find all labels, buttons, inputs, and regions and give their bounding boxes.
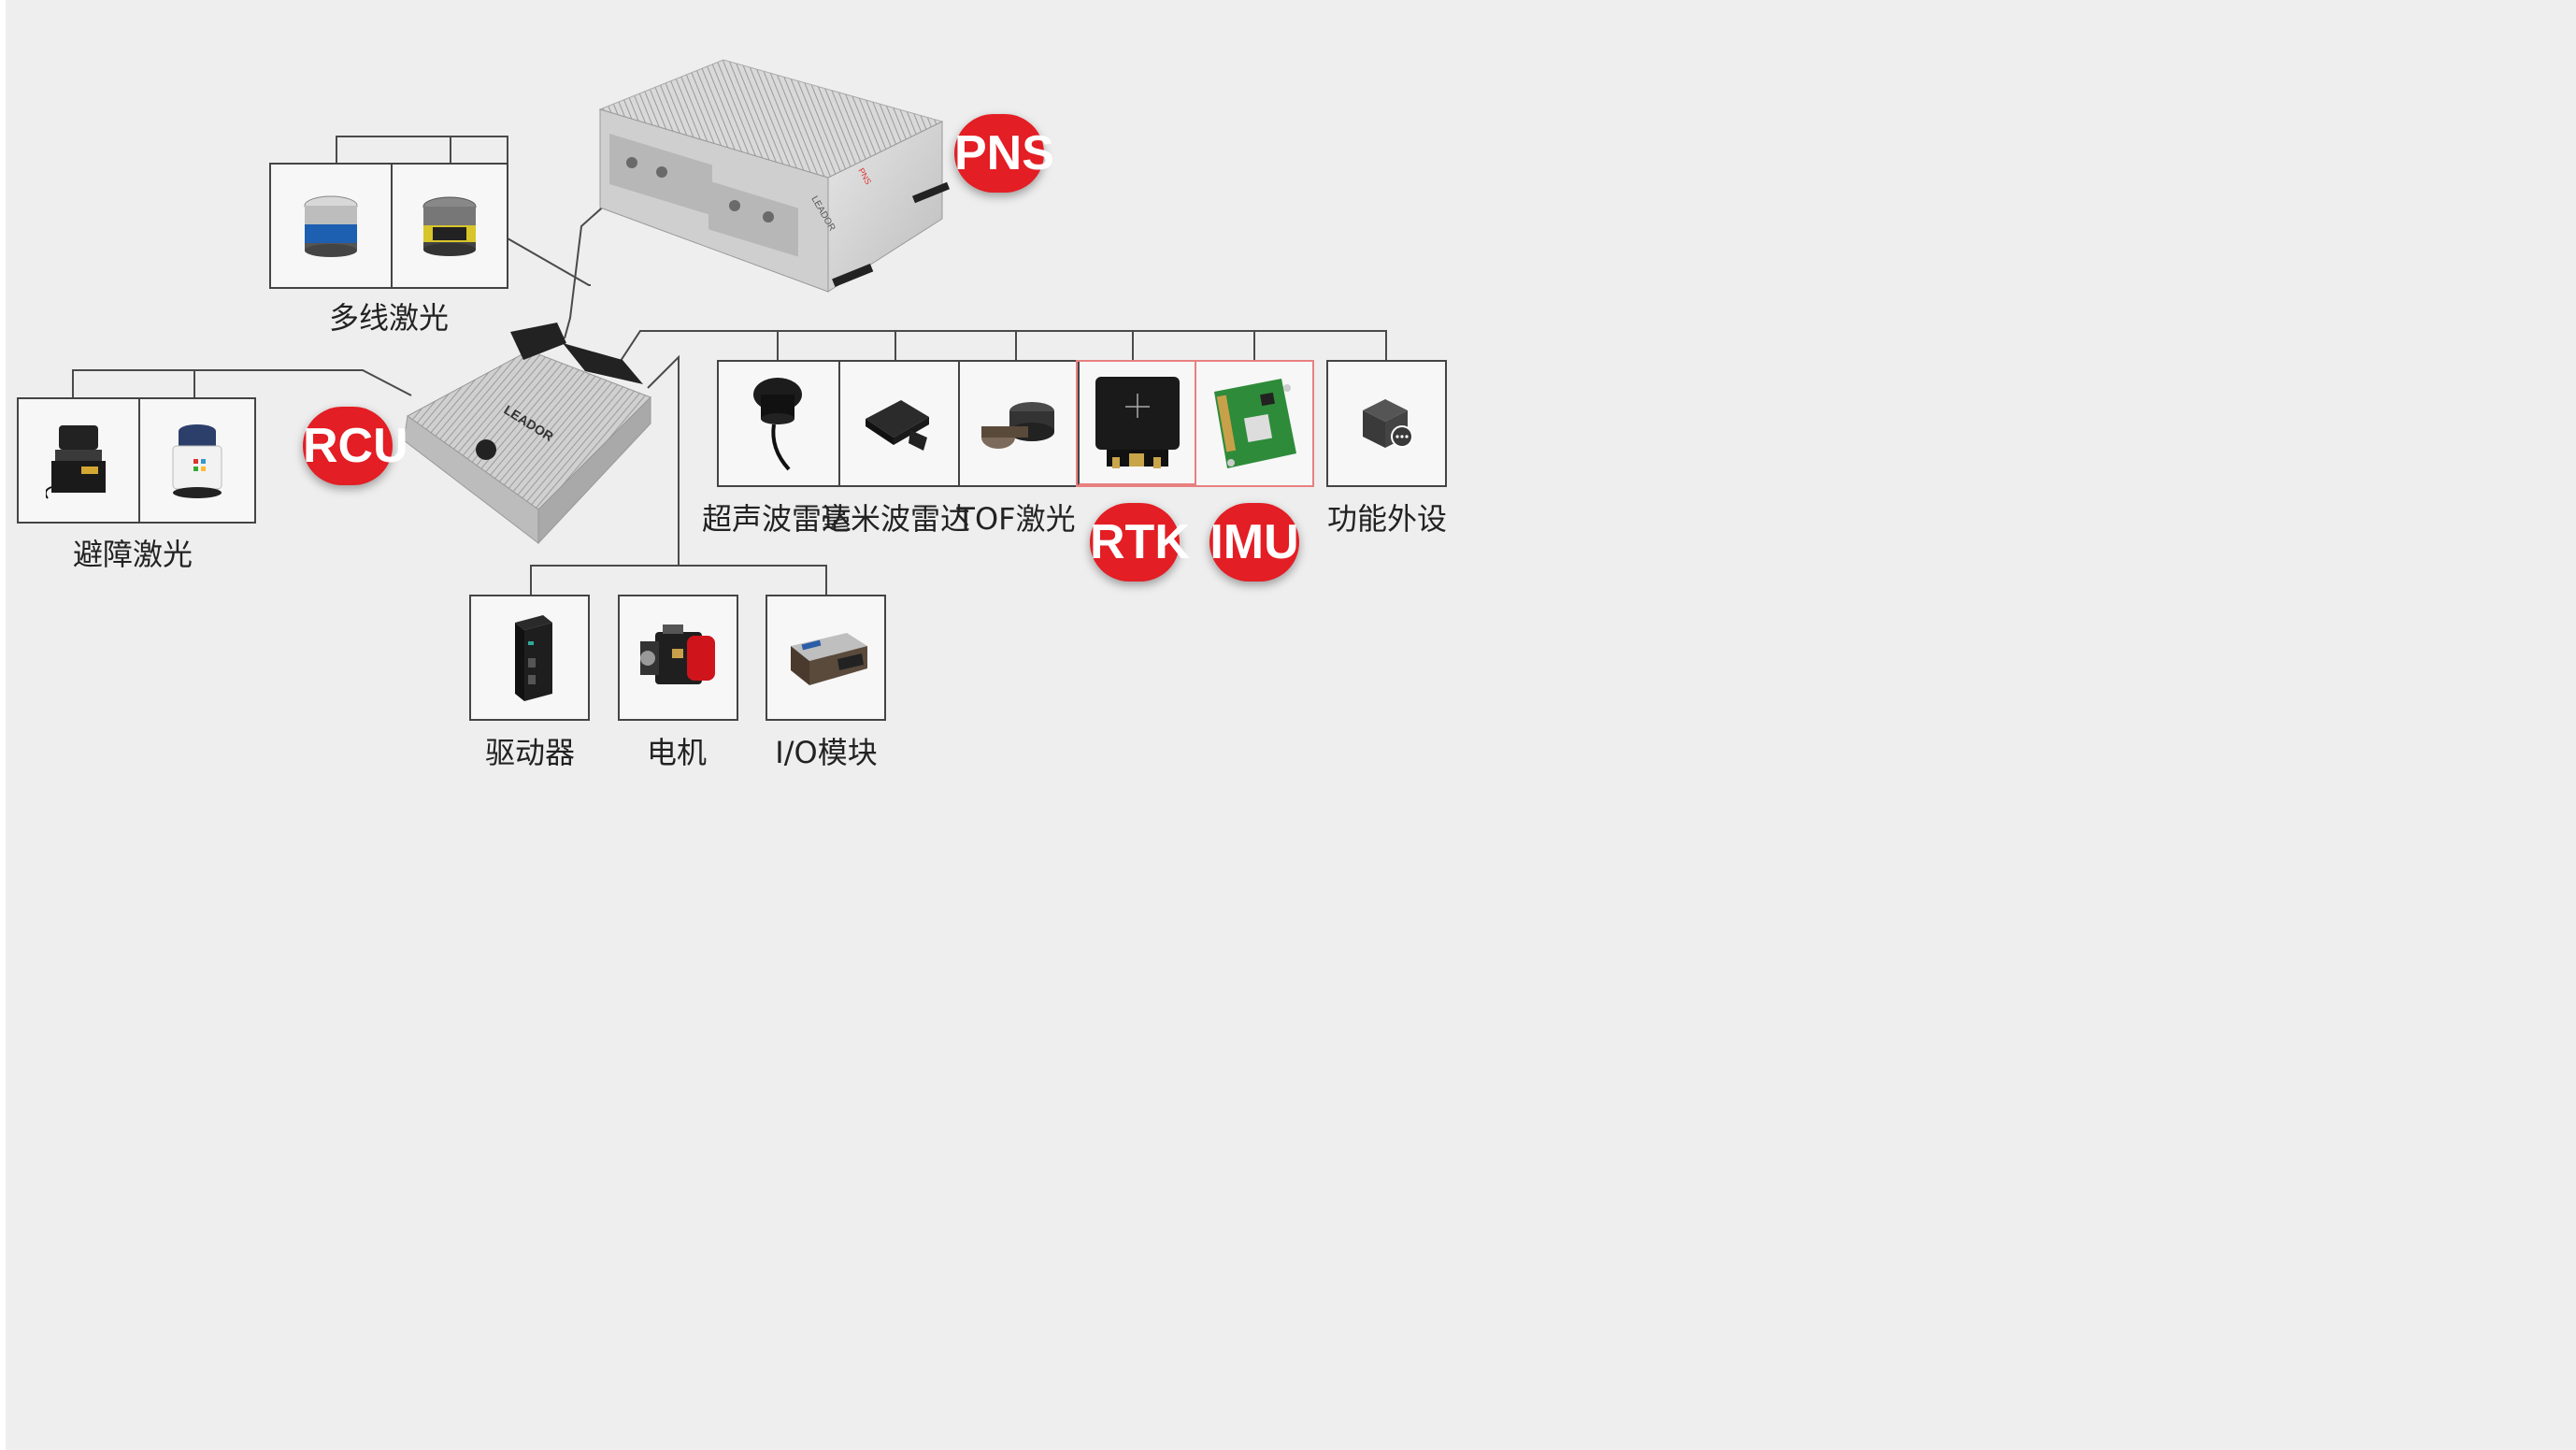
mmwave-radar-cell bbox=[838, 362, 958, 485]
lidar-a-cell bbox=[271, 165, 391, 287]
obstacle-lidar-label: 避障激光 bbox=[72, 537, 193, 572]
rcu-badge: RCU bbox=[303, 407, 408, 485]
tof-lidar-cell bbox=[958, 362, 1078, 485]
function-peripheral-label: 功能外设 bbox=[1326, 501, 1448, 537]
driver-box bbox=[469, 595, 590, 721]
sensor-box bbox=[717, 360, 1314, 487]
rtk-cell bbox=[1078, 362, 1196, 485]
function-peripheral-cell bbox=[1328, 362, 1445, 485]
mmwave-radar-label: 毫米波雷达 bbox=[820, 501, 971, 537]
motor-box bbox=[618, 595, 738, 721]
obstacle-lidar-b-cell bbox=[138, 399, 254, 522]
ultrasonic-radar-label: 超声波雷达 bbox=[701, 501, 852, 537]
rtk-module-icon bbox=[1095, 377, 1180, 468]
servo-motor-icon bbox=[639, 624, 715, 684]
motor-label: 电机 bbox=[646, 735, 708, 770]
io-module-box bbox=[766, 595, 886, 721]
io-module-icon bbox=[790, 632, 867, 685]
imu-badge: IMU bbox=[1209, 503, 1299, 581]
servo-driver-icon bbox=[514, 614, 552, 701]
obstacle-lidar-a-cell bbox=[19, 399, 138, 522]
io-module-cell bbox=[767, 596, 884, 719]
cube-chat-icon bbox=[1362, 399, 1413, 448]
ultrasonic-radar-icon bbox=[753, 378, 802, 471]
mmwave-radar-icon bbox=[866, 400, 929, 451]
obstacle-lidar-icon bbox=[172, 424, 222, 498]
motor-cell bbox=[620, 596, 737, 719]
pns-badge: PNS bbox=[954, 114, 1054, 193]
driver-cell bbox=[471, 596, 588, 719]
imu-cell bbox=[1196, 362, 1312, 485]
io-module-label: I/O模块 bbox=[775, 735, 878, 770]
obstacle-lidar-icon bbox=[46, 424, 106, 499]
function-peripheral-box bbox=[1326, 360, 1447, 487]
multi-line-lidar-icon bbox=[304, 195, 358, 257]
tof-lidar-icon bbox=[981, 402, 1054, 449]
multi-line-lidar-label: 多线激光 bbox=[328, 300, 450, 336]
multi-line-lidar-box bbox=[269, 163, 508, 289]
obstacle-lidar-box bbox=[17, 397, 256, 524]
rtk-badge: RTK bbox=[1090, 503, 1190, 581]
tof-lidar-label: TOF激光 bbox=[956, 501, 1076, 537]
ultrasonic-radar-cell bbox=[719, 362, 838, 485]
left-edge-strip bbox=[0, 0, 6, 1450]
rcu-device: LEADOR bbox=[398, 323, 669, 547]
imu-board-icon bbox=[1214, 379, 1296, 468]
lidar-b-cell bbox=[391, 165, 507, 287]
pns-device: LEADOR PNS bbox=[594, 58, 952, 294]
driver-label: 驱动器 bbox=[484, 735, 576, 770]
multi-line-lidar-icon bbox=[422, 196, 477, 256]
